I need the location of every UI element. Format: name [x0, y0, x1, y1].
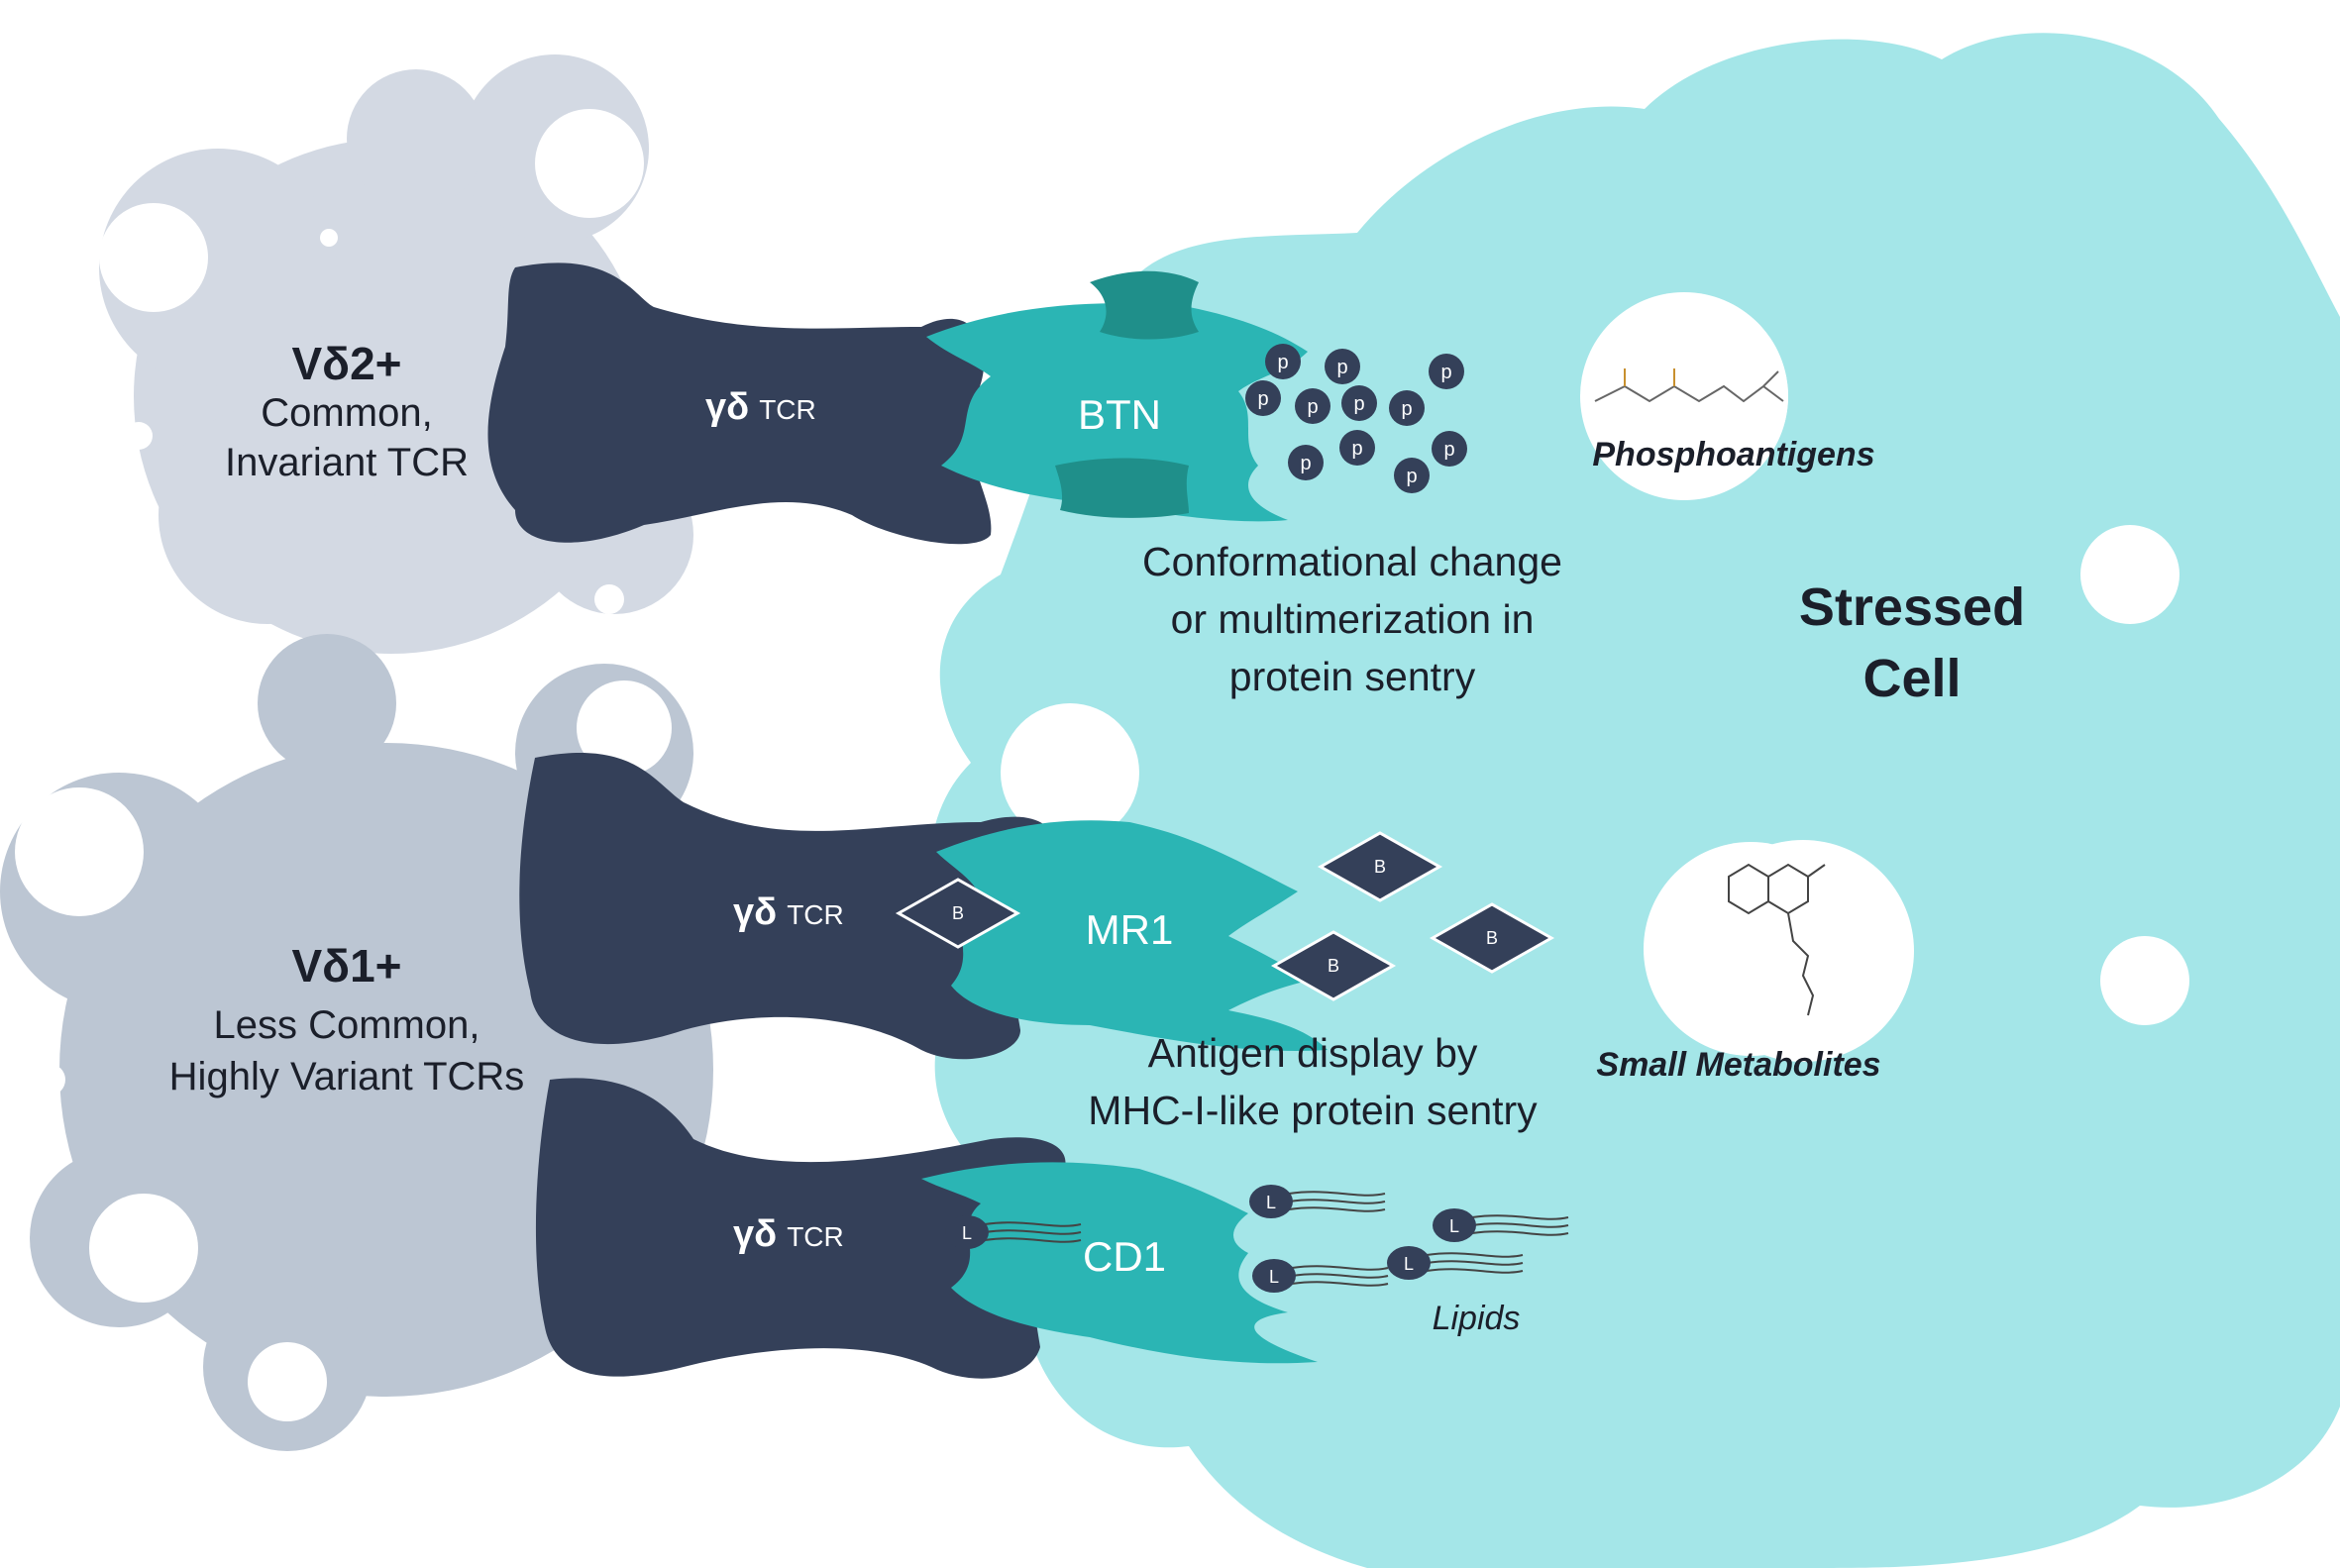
svg-text:L: L [1404, 1254, 1414, 1274]
mr1-caption-line1: Antigen display by [1147, 1030, 1478, 1076]
tcr-label-cd1: γδ TCR [733, 1213, 844, 1256]
metabolite-token: B [1429, 902, 1555, 974]
svg-text:p: p [1300, 453, 1311, 474]
svg-text:L: L [1266, 1193, 1276, 1212]
mr1-sentry [936, 820, 1328, 1051]
svg-text:p: p [1443, 439, 1454, 461]
lipid-tokens: L L L L L [945, 1185, 1569, 1293]
vd1-title: Vδ1+ [291, 940, 402, 992]
phosphoantigen-structure [1594, 368, 1784, 403]
tcr-greek: γδ [705, 386, 750, 428]
lipid-token: L [1387, 1246, 1524, 1280]
svg-text:p: p [1257, 388, 1268, 410]
svg-text:L: L [1449, 1216, 1459, 1236]
phosphoantigen-token: p [1295, 388, 1330, 424]
metabolite-structure [1728, 863, 1826, 1016]
phosphoantigen-token: p [1245, 380, 1281, 416]
phosphoantigen-token: p [1341, 385, 1377, 421]
cd1-label: CD1 [1082, 1233, 1167, 1280]
lipid-token: L [945, 1215, 1082, 1249]
tcr-label-mr1: γδ TCR [733, 891, 844, 934]
phosphoantigen-token: p [1265, 344, 1301, 379]
phosphoantigen-token: p [1389, 390, 1425, 426]
phosphoantigen-token: p [1288, 445, 1324, 480]
phosphoantigen-token: p [1339, 430, 1375, 466]
svg-text:B: B [952, 903, 964, 923]
tcr-receptor-vd1-mr1 [519, 752, 1054, 1060]
svg-text:p: p [1353, 393, 1364, 415]
cd1-sentry [921, 1162, 1318, 1364]
metabolite-tokens: B B B B [895, 831, 1555, 1001]
phosphoantigens-label: Phosphoantigens [1592, 436, 1875, 473]
tcr-label-vd2: γδ TCR [705, 386, 816, 429]
svg-text:p: p [1351, 438, 1362, 460]
svg-text:L: L [962, 1223, 972, 1243]
metabolite-token: B [1270, 930, 1397, 1001]
tcr-receptors [487, 262, 1066, 1379]
vd2-line2: Invariant TCR [224, 441, 469, 484]
svg-text:L: L [1269, 1267, 1279, 1287]
btn-sentry [926, 303, 1308, 522]
mr1-label: MR1 [1085, 906, 1174, 953]
btn-top-lobe [1090, 270, 1199, 340]
stressed-cell-body [929, 33, 2340, 1568]
svg-text:p: p [1406, 466, 1417, 487]
tcr-suffix: TCR [787, 1221, 844, 1252]
tcr-suffix: TCR [759, 394, 816, 425]
vd2-line1: Common, [261, 391, 433, 435]
vd2-title: Vδ2+ [291, 338, 402, 389]
lipids-label: Lipids [1432, 1300, 1521, 1337]
tcr-suffix: TCR [787, 899, 844, 930]
btn-bottom-lobe [1055, 458, 1189, 518]
btn-label: BTN [1078, 391, 1161, 438]
metabolite-token: B [895, 878, 1021, 949]
tcr-greek: γδ [733, 891, 778, 933]
svg-text:B: B [1328, 956, 1339, 976]
protein-sentries [921, 270, 1328, 1364]
svg-text:p: p [1277, 352, 1288, 373]
svg-text:p: p [1401, 398, 1412, 420]
btn-caption-line2: or multimerization in [1170, 596, 1535, 642]
svg-text:p: p [1336, 357, 1347, 378]
btn-caption-line3: protein sentry [1228, 654, 1476, 699]
phosphoantigen-token: p [1394, 458, 1430, 493]
metabolite-token: B [1317, 831, 1443, 902]
phosphoantigen-token: p [1325, 349, 1360, 384]
svg-text:p: p [1440, 362, 1451, 383]
stressed-cell-line2: Cell [1862, 649, 1962, 708]
svg-text:p: p [1307, 396, 1318, 418]
lipid-token: L [1433, 1208, 1569, 1242]
phosphoantigen-token: p [1429, 354, 1464, 389]
lipid-token: L [1249, 1185, 1386, 1218]
vd1-line2: Highly Variant TCRs [168, 1055, 525, 1098]
mr1-caption-line2: MHC-I-like protein sentry [1088, 1088, 1538, 1133]
svg-text:B: B [1374, 857, 1386, 877]
btn-caption-line1: Conformational change [1142, 539, 1562, 584]
phosphoantigen-token: p [1432, 431, 1467, 467]
stressed-cell-line1: Stressed [1798, 577, 2026, 637]
tcr-receptor-vd2 [487, 262, 992, 545]
svg-text:B: B [1486, 928, 1498, 948]
tcr-greek: γδ [733, 1213, 778, 1255]
lipid-token: L [1252, 1259, 1389, 1293]
vd1-line1: Less Common, [213, 1003, 480, 1047]
small-metabolites-label: Small Metabolites [1596, 1046, 1881, 1084]
tcr-receptor-vd1-cd1 [535, 1078, 1066, 1379]
